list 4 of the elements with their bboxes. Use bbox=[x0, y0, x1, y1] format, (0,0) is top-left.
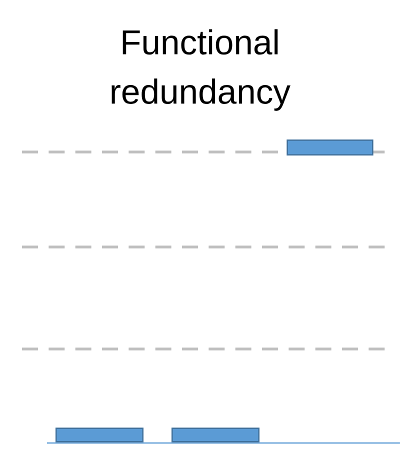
title: Functional redundancy bbox=[112, 29, 290, 111]
bar bbox=[172, 428, 260, 442]
bar bbox=[286, 140, 374, 156]
bar bbox=[56, 428, 144, 442]
